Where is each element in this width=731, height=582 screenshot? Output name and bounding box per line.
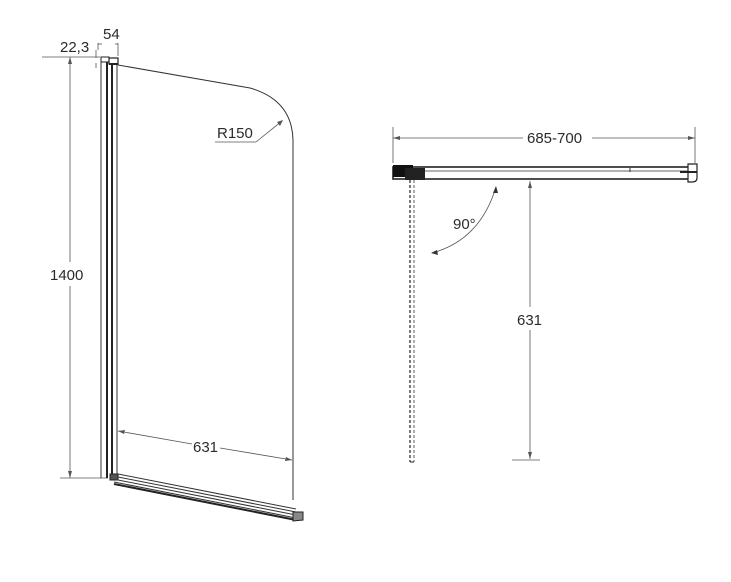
total-width-dimension: 685-700 [392,127,696,163]
profile-width-label: 54 [103,26,120,43]
swing-angle: 90° [431,186,498,255]
bottom-seal [109,473,304,522]
top-view: 685-700 90° [392,127,698,463]
profile-dimensions: 22,3 54 [60,26,120,68]
height-label: 1400 [50,267,83,284]
radius-label: R150 [217,125,253,142]
swing-angle-label: 90° [453,216,476,233]
wall-profile [100,56,119,478]
profile-offset-label: 22,3 [60,39,89,56]
swung-panel [409,180,415,463]
top-rail [392,163,698,183]
total-width-label: 685-700 [527,130,582,147]
panel-depth-dimension: 631 [512,181,542,461]
radius-dimension: R150 [215,120,283,143]
glass-panel [117,64,294,500]
panel-depth-label: 631 [517,312,542,329]
panel-width-label: 631 [193,439,218,456]
front-view: 1400 22,3 54 [42,26,304,522]
panel-width-dimension: 631 [117,430,293,461]
height-dimension: 1400 [42,56,108,479]
